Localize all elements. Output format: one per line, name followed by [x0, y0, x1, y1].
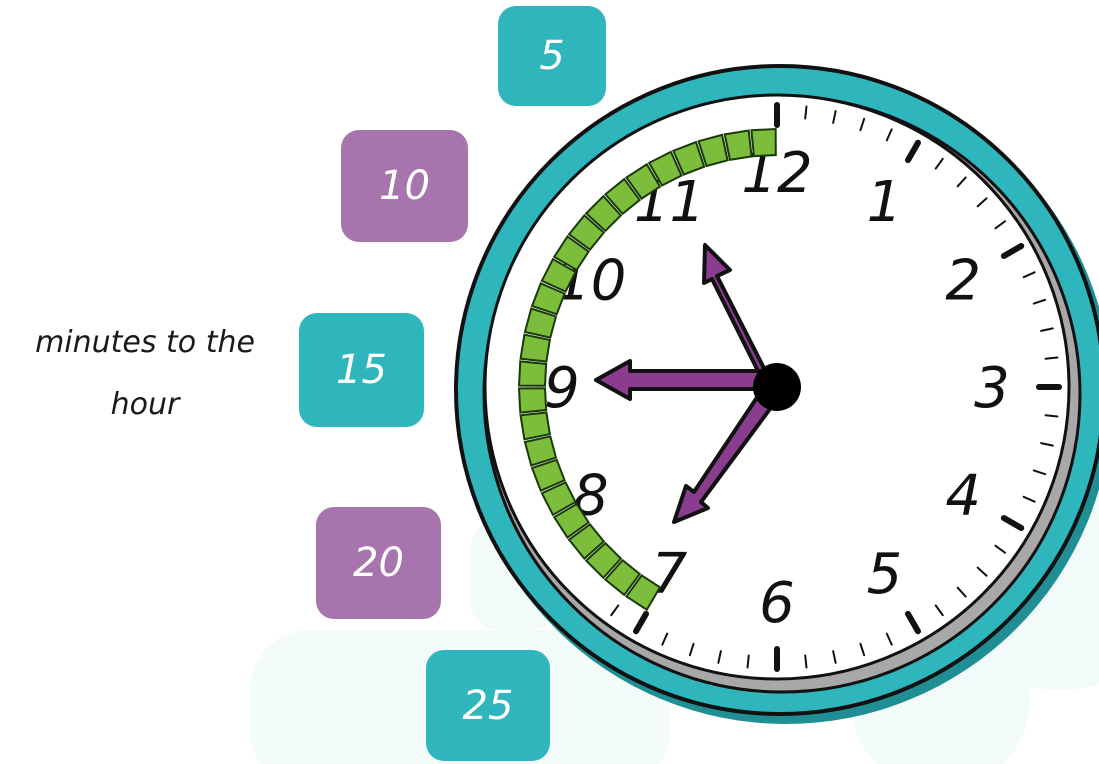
numeral-12: 12 — [741, 141, 812, 206]
numeral-6: 6 — [759, 571, 795, 636]
unit-cube — [519, 388, 546, 412]
numeral-7: 7 — [652, 542, 688, 607]
numeral-4: 4 — [945, 464, 981, 529]
minute-tick — [805, 656, 806, 668]
minute-tick — [805, 107, 806, 119]
clock-center-pin — [753, 363, 801, 411]
minute-tile-20[interactable]: 20 — [316, 507, 441, 619]
minutes-to-the-hour-caption: minutes to the hour — [0, 312, 290, 436]
minute-tile-10[interactable]: 10 — [341, 130, 468, 242]
unit-cube — [521, 412, 550, 439]
minute-tick — [748, 656, 749, 668]
unit-cube — [521, 335, 550, 362]
minute-tile-25[interactable]: 25 — [426, 650, 550, 761]
numeral-3: 3 — [974, 356, 1010, 421]
numeral-9: 9 — [544, 356, 580, 421]
unit-cube — [519, 361, 546, 385]
unit-cube — [751, 129, 775, 156]
minute-tile-5[interactable]: 5 — [498, 6, 606, 106]
caption-line-2: hour — [0, 374, 290, 436]
numeral-5: 5 — [867, 542, 903, 607]
minute-tile-15[interactable]: 15 — [299, 313, 424, 427]
caption-line-1: minutes to the — [0, 312, 290, 374]
minute-tick — [1046, 415, 1058, 416]
numeral-1: 1 — [867, 170, 903, 235]
unit-cube — [725, 131, 752, 160]
minute-tick — [1046, 358, 1058, 359]
numeral-2: 2 — [945, 249, 981, 314]
